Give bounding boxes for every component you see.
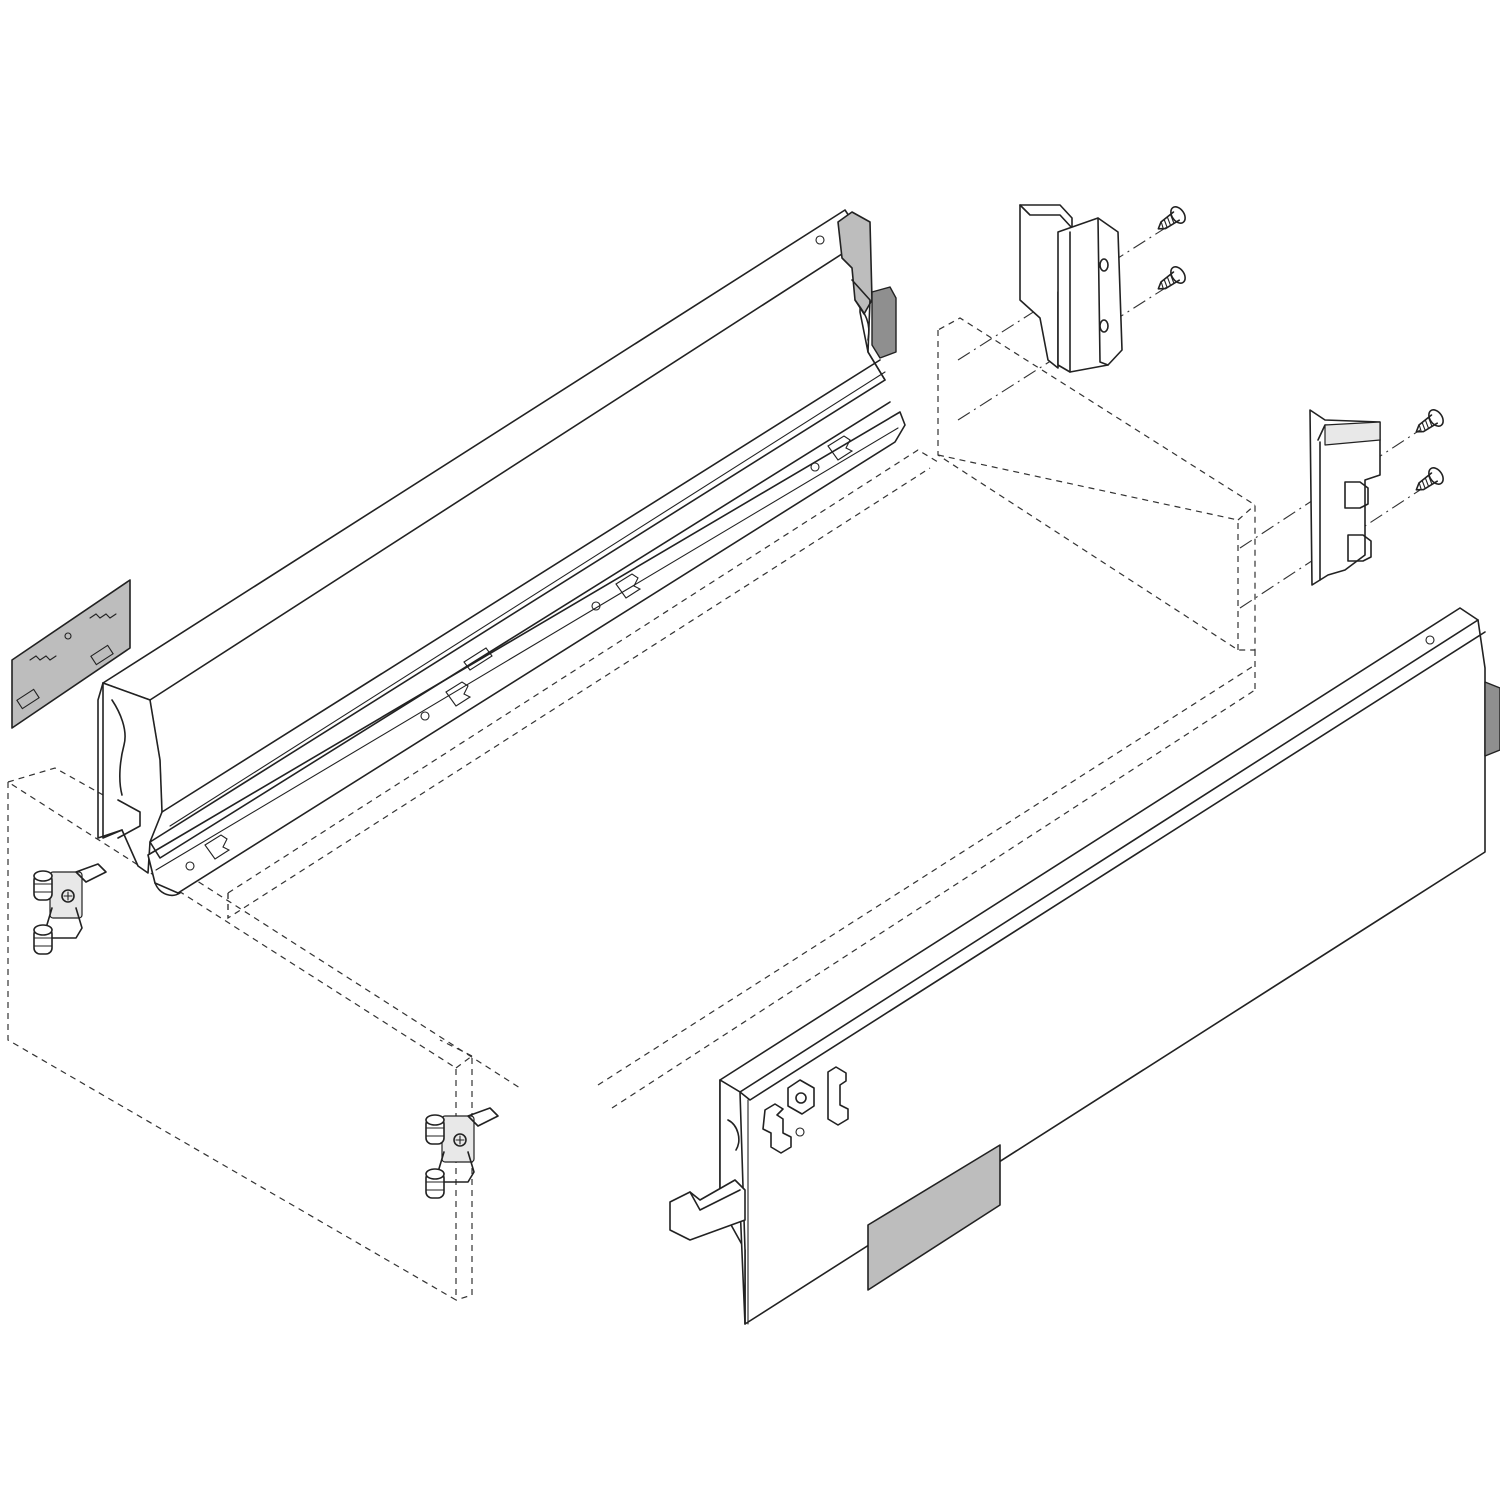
front-fixing-bracket [33,863,107,955]
screw [1157,206,1186,230]
screw-group [1157,206,1444,491]
cover-cap-left [11,579,131,729]
right-drawer-side [669,607,1500,1325]
screw [1415,467,1444,491]
rear-bracket-lower [1309,409,1381,586]
rear-bracket-upper [1019,204,1123,373]
screw [1157,266,1186,290]
front-fixing-bracket [425,1107,499,1199]
screw [1415,409,1444,433]
drawer-front-panel [7,767,521,1302]
cover-cap-right [867,1144,1001,1291]
left-drawer-side [97,209,906,897]
